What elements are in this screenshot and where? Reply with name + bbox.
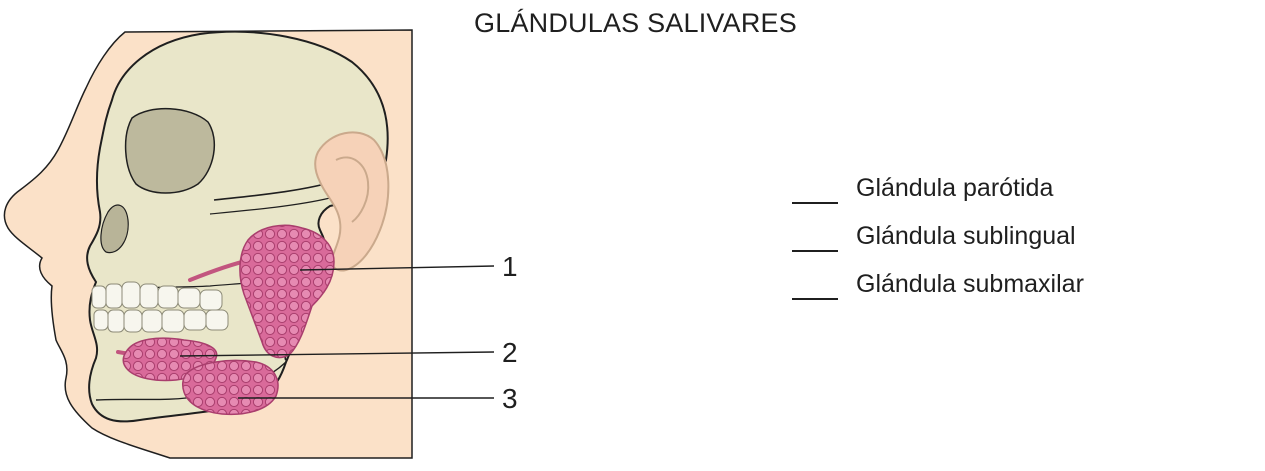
callout-number-3: 3 [502,383,518,414]
callout-number-2: 2 [502,337,518,368]
legend-label: Glándula parótida [856,174,1054,202]
answer-blank [792,202,838,204]
answer-blank [792,250,838,252]
callout-number-1: 1 [502,251,518,282]
legend-label: Glándula sublingual [856,222,1076,250]
callout-lines [179,265,495,399]
answer-blank [792,298,838,300]
page-title: GLÁNDULAS SALIVARES [474,8,797,38]
nasal-cavity [100,204,129,254]
teeth [91,281,229,333]
parotid-gland [239,224,335,359]
submaxillary-gland [181,359,279,416]
eye-socket [124,108,216,194]
legend-label: Glándula submaxilar [856,270,1084,298]
callout-line-1 [299,265,495,271]
callout-line-2 [179,351,495,357]
ear [314,131,390,272]
